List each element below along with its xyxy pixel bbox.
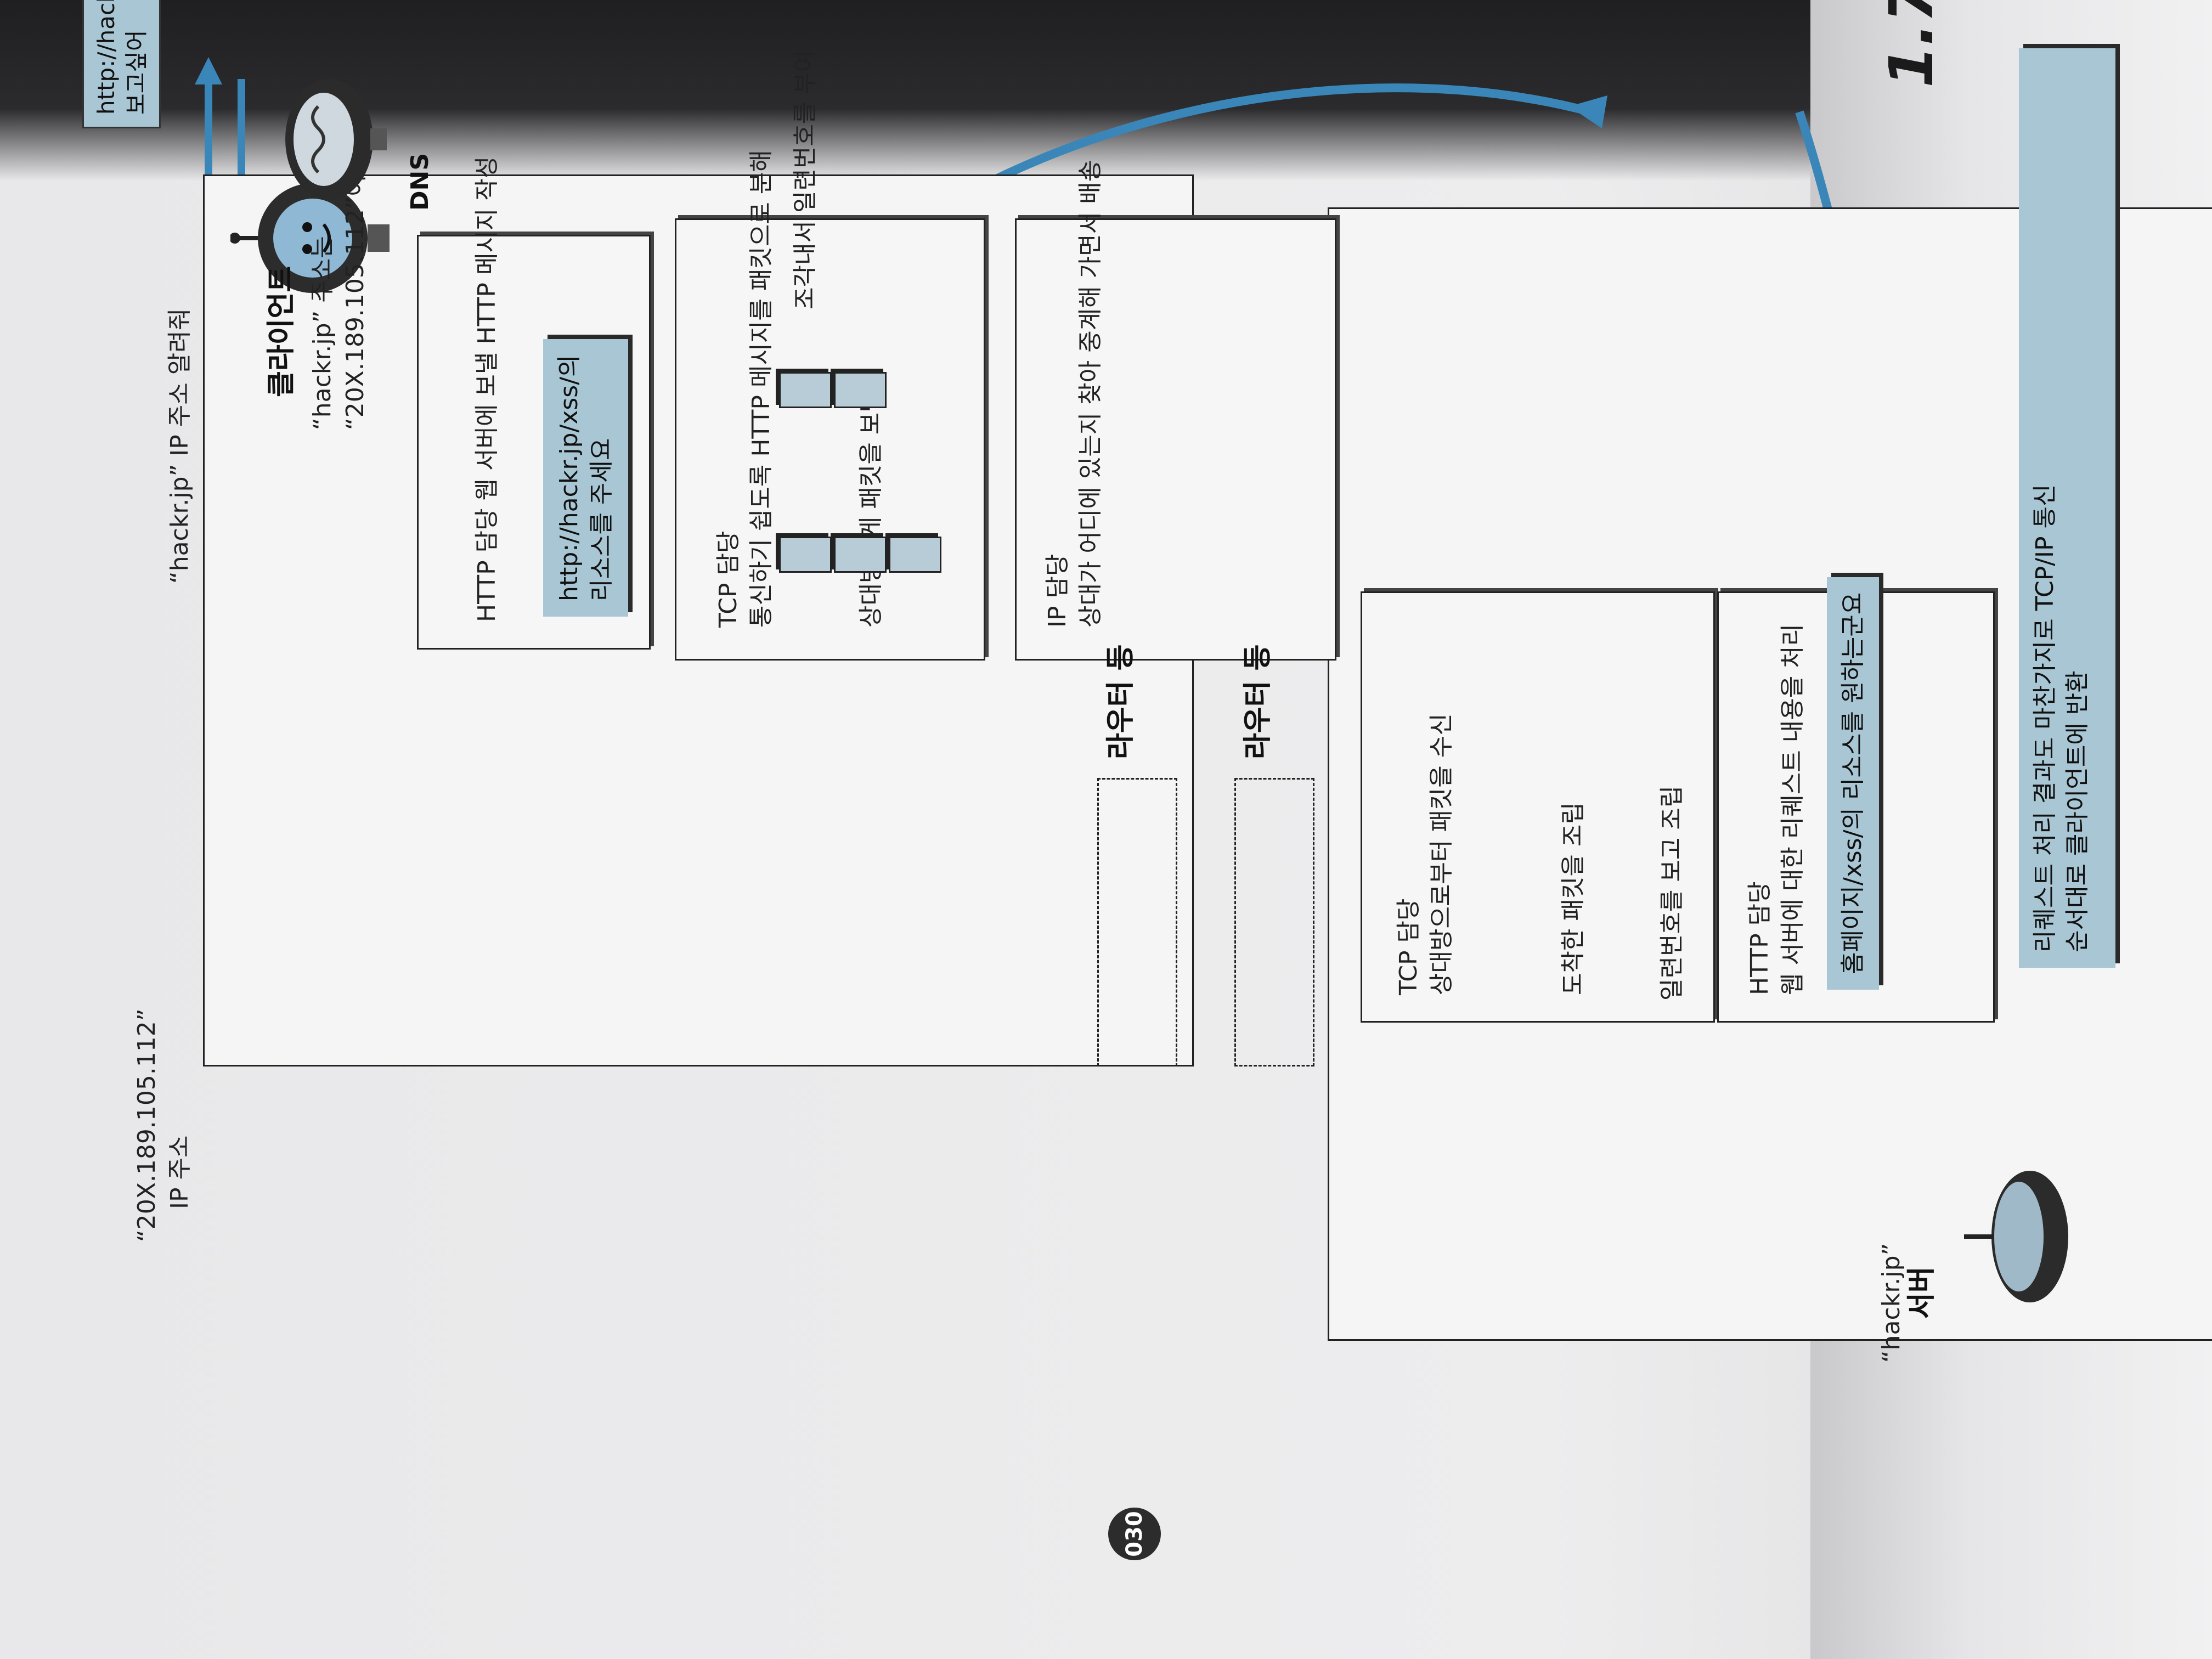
http-message-line2: 리소스를 주세요 <box>588 438 616 601</box>
response-line2: 순서대로 클라이언트에 반환 <box>2063 670 2092 952</box>
packet <box>779 372 832 408</box>
tcp-server-note: 일련번호를 보고 조립 <box>1658 785 1686 1001</box>
dns-server-icon <box>285 79 387 200</box>
client-label: 클라이언트 <box>265 266 298 397</box>
ip-title-line2: 상대가 어디에 있는지 찾아 중계해 가면서 배송 <box>1076 159 1104 628</box>
server-ip-value: “20X.189.105.112” <box>133 1008 161 1242</box>
http-message-line1: http://hackr.jp/xss/의 <box>555 354 583 601</box>
server-name: “hackr.jp” <box>1877 1243 1905 1363</box>
packet <box>834 537 887 573</box>
router-path-2 <box>1234 778 1314 1066</box>
server-ip-label: IP 주소 <box>166 1135 194 1209</box>
http-client-title: HTTP 담당 웹 서버에 보낼 HTTP 메시지 작성 <box>473 156 501 622</box>
dns-reply-line1: “hackr.jp” 주소는 <box>308 236 336 430</box>
http-server-message: 홈페이지/xss/의 리소스를 원하는군요 <box>1827 577 1880 990</box>
client-bubble-line2: 보고싶어 <box>122 30 150 115</box>
http-server-title-line2: 웹 서버에 대한 리퀘스트 내용을 처리 <box>1779 623 1807 995</box>
dns-curve-arrowhead <box>1569 95 1607 128</box>
dns-request-arrowhead <box>195 57 222 84</box>
packet <box>779 537 832 573</box>
packet <box>889 537 941 573</box>
dns-label: DNS <box>406 153 434 211</box>
tcp-client-note: 조각내서 일련번호를 부여 <box>791 49 819 309</box>
client-robot-icon <box>230 183 390 293</box>
dns-request-text: “hackr.jp” IP 주소 알려줘 <box>166 308 194 584</box>
http-server-title-line1: HTTP 담당 <box>1746 881 1774 995</box>
tcp-client-title-line1: TCP 담당 <box>714 531 742 628</box>
section-heading: 1.7 <box>1876 0 1946 88</box>
web-server-icon <box>1964 1171 2068 1302</box>
tcp-server-title-line1: TCP 담당 <box>1395 898 1423 995</box>
packet <box>834 372 887 408</box>
router-path-1 <box>1097 778 1177 1066</box>
client-bubble-line1: http://hackr.jp/xss 웹페이지를 <box>92 0 122 115</box>
response-band: 리퀘스트 처리 결과도 마찬가지로 TCP/IP 통신 순서대로 클라이언트에 … <box>2019 48 2115 968</box>
http-request-message: http://hackr.jp/xss/의 리소스를 주세요 <box>543 339 628 617</box>
ip-title-line1: IP 담당 <box>1043 554 1071 628</box>
tcp-client-title-line2: 통신하기 쉽도록 HTTP 메시지를 패킷으로 분해 <box>747 150 775 628</box>
router-label-2: 라우터 등 <box>1242 644 1274 759</box>
response-line1: 리퀘스트 처리 결과도 마찬가지로 TCP/IP 통신 <box>2031 484 2059 953</box>
tcp-server-title-line2: 상대방으로부터 패킷을 수신 <box>1427 713 1455 995</box>
client-speech-bubble: http://hackr.jp/xss 웹페이지를 보고싶어 <box>82 0 161 128</box>
tcp-client-send: 상대방에게 패킷을 보냄 <box>857 390 885 628</box>
router-label-1: 라우터 등 <box>1104 644 1137 759</box>
tcp-server-assemble: 도착한 패킷을 조립 <box>1559 802 1587 995</box>
